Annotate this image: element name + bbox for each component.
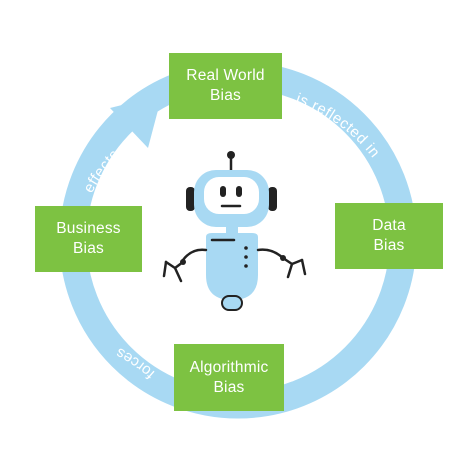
node-business-line1: Business <box>56 220 121 237</box>
cycle-arrow-icon <box>110 95 162 148</box>
node-business-line2: Bias <box>73 240 104 257</box>
robot-icon <box>162 151 307 311</box>
node-real-world-line1: Real World <box>186 67 265 84</box>
node-real-world-bias: Real World Bias <box>169 53 282 119</box>
node-data-line2: Bias <box>373 237 405 254</box>
node-algorithmic-line2: Bias <box>213 378 245 396</box>
node-algorithmic-line1: Algorithmic <box>189 358 269 376</box>
node-business-bias: Business Bias <box>35 206 142 272</box>
node-real-world-line2: Bias <box>210 87 241 104</box>
node-algorithmic-bias: Algorithmic Bias <box>174 344 284 411</box>
node-data-bias: Data Bias <box>335 203 443 269</box>
node-data-line1: Data <box>372 217 406 234</box>
